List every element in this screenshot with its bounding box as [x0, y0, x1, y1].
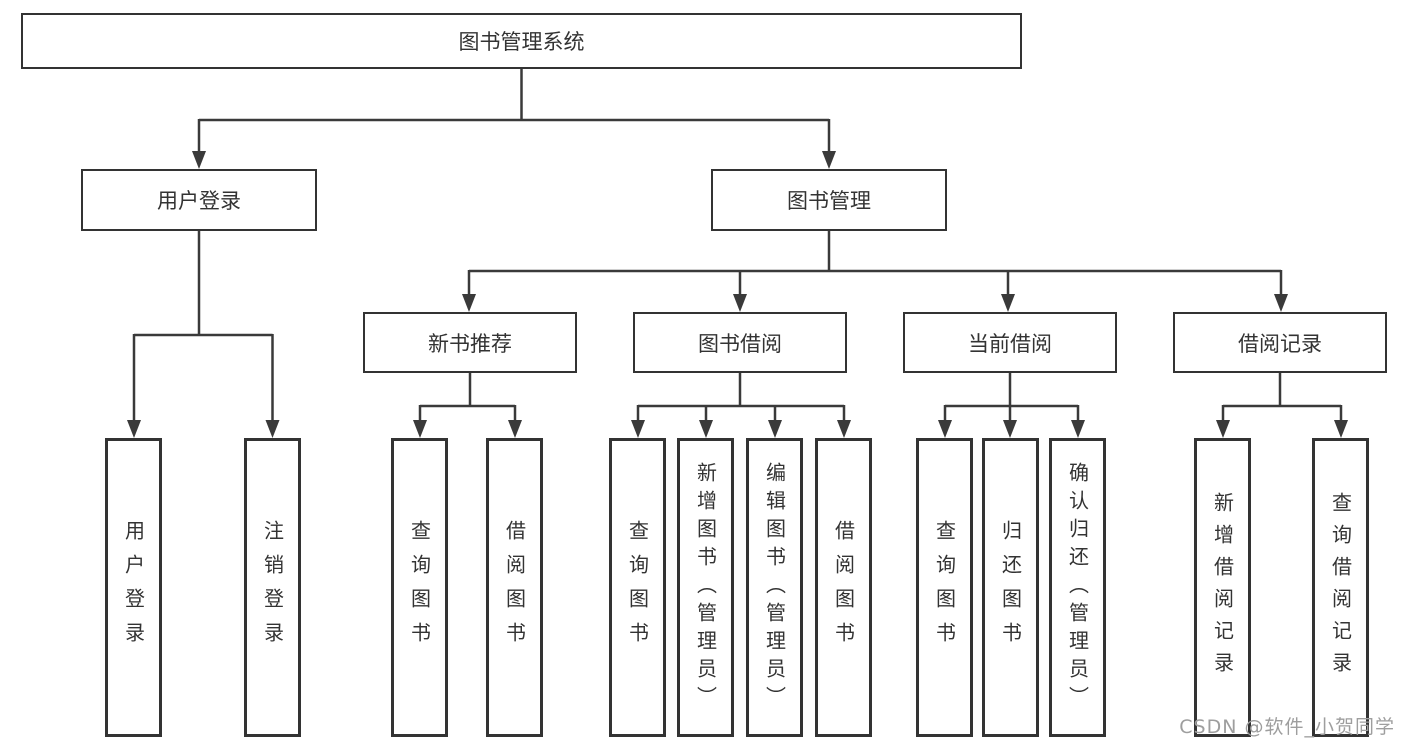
connector-user-login-children	[132, 231, 274, 421]
leaf-logout: 注销登录	[244, 438, 301, 737]
node-book-management: 图书管理	[711, 169, 947, 231]
node-label: 查询图书	[407, 519, 432, 656]
node-label: 编辑图书（管理员）	[762, 461, 787, 714]
node-label: 新增图书（管理员）	[693, 461, 718, 714]
leaf-query-books-borrow: 查询图书	[609, 438, 666, 737]
node-label: 归还图书	[998, 519, 1023, 656]
node-label: 查询借阅记录	[1328, 491, 1353, 684]
connector-root-to-level2	[197, 69, 831, 152]
node-label: 借阅图书	[502, 519, 527, 656]
node-label: 新书推荐	[428, 331, 512, 356]
leaf-confirm-return-admin: 确认归还（管理员）	[1049, 438, 1106, 737]
leaf-borrow-books-recommend: 借阅图书	[486, 438, 543, 737]
leaf-query-books-recommend: 查询图书	[391, 438, 448, 737]
node-label: 图书管理系统	[458, 30, 585, 54]
watermark: CSDN @软件_小贺同学	[1179, 716, 1395, 738]
node-label: 注销登录	[260, 519, 285, 656]
connector-new-book-children	[418, 373, 517, 421]
leaf-add-borrow-record: 新增借阅记录	[1194, 438, 1251, 737]
node-label: 新增借阅记录	[1210, 491, 1235, 684]
node-label: 借阅图书	[831, 519, 856, 656]
leaf-query-books-current: 查询图书	[916, 438, 973, 737]
node-label: 用户登录	[121, 519, 146, 656]
node-label: 借阅记录	[1238, 331, 1322, 356]
node-label: 用户登录	[157, 189, 241, 213]
node-current-borrow: 当前借阅	[903, 312, 1117, 373]
node-root: 图书管理系统	[21, 13, 1022, 69]
leaf-user-login: 用户登录	[105, 438, 162, 737]
node-new-book-recommend: 新书推荐	[363, 312, 577, 373]
node-borrow-records: 借阅记录	[1173, 312, 1387, 373]
node-book-borrow: 图书借阅	[633, 312, 847, 373]
arrowheads	[127, 151, 1348, 438]
leaf-borrow-books: 借阅图书	[815, 438, 872, 737]
leaf-return-books: 归还图书	[982, 438, 1039, 737]
node-label: 图书管理	[787, 189, 871, 213]
node-user-login: 用户登录	[81, 169, 317, 231]
connector-book-mgmt-to-level3	[467, 231, 1283, 295]
connector-borrow-records-children	[1221, 373, 1343, 421]
node-label: 查询图书	[625, 519, 650, 656]
leaf-query-borrow-record: 查询借阅记录	[1312, 438, 1369, 737]
node-label: 确认归还（管理员）	[1065, 461, 1090, 714]
connector-current-borrow-children	[943, 373, 1080, 421]
leaf-edit-books-admin: 编辑图书（管理员）	[746, 438, 803, 737]
node-label: 图书借阅	[698, 331, 782, 356]
leaf-add-books-admin: 新增图书（管理员）	[677, 438, 734, 737]
connector-book-borrow-children	[636, 373, 846, 421]
node-label: 查询图书	[932, 519, 957, 656]
node-label: 当前借阅	[968, 331, 1052, 356]
